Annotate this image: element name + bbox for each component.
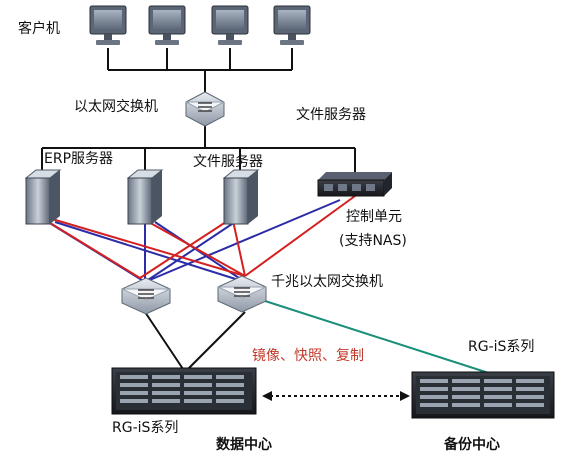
lan-links <box>41 48 356 172</box>
file-server-label: 文件服务器 <box>193 154 263 170</box>
erp-server-1 <box>24 169 62 225</box>
control-unit-icon <box>317 172 392 197</box>
data-center-label: 数据中心 <box>216 437 272 453</box>
storage-array-main-icon <box>111 367 257 415</box>
clients-label: 客户机 <box>18 21 60 37</box>
client-computer-4 <box>273 5 311 45</box>
file-server <box>222 169 260 225</box>
blue-san-links <box>47 199 341 283</box>
nas-support-label: (支持NAS) <box>339 233 407 249</box>
client-computer-2 <box>148 5 186 45</box>
rg-series-right-label: RG-iS系列 <box>468 339 535 355</box>
file-server-top-label: 文件服务器 <box>296 107 366 123</box>
red-san-links <box>41 195 356 279</box>
storage-array-backup-icon <box>411 371 555 419</box>
client-computer-1 <box>89 5 127 45</box>
storage-links <box>144 299 499 401</box>
erp-server-label: ERP服务器 <box>44 151 114 167</box>
client-computer-3 <box>211 5 249 45</box>
rg-series-left-label: RG-iS系列 <box>112 420 179 436</box>
ethernet-switch-icon <box>185 91 225 127</box>
backup-center-label: 备份中心 <box>444 437 500 453</box>
replication-label: 镜像、快照、复制 <box>252 348 364 364</box>
gigabit-switch-label: 千兆以太网交换机 <box>271 274 383 290</box>
ethernet-switch-label: 以太网交换机 <box>74 99 158 115</box>
control-unit-label: 控制单元 <box>346 209 402 225</box>
gigabit-switch-right-icon <box>217 275 267 313</box>
erp-server-2 <box>126 169 164 225</box>
gigabit-switch-left-icon <box>121 277 171 315</box>
